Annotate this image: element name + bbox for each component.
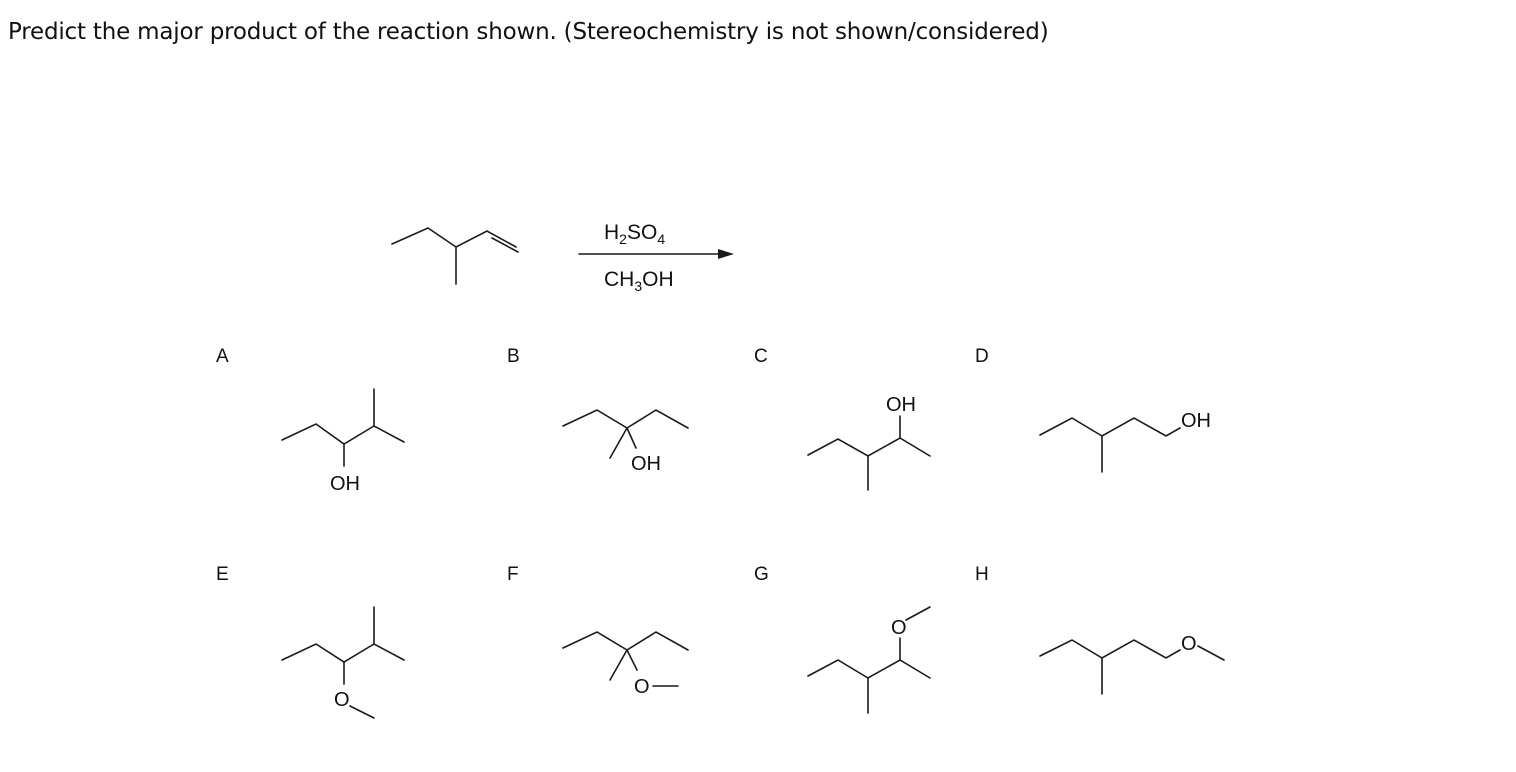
option-c-structure bbox=[807, 415, 931, 491]
option-a-atom: OH bbox=[330, 473, 360, 495]
option-letter-h: H bbox=[975, 564, 989, 585]
option-h-structure bbox=[1039, 639, 1225, 695]
reagent-bottom: CH3OH bbox=[604, 268, 674, 294]
option-c-atom: OH bbox=[886, 394, 916, 416]
option-letter-f: F bbox=[507, 564, 519, 585]
question-text: Predict the major product of the reactio… bbox=[8, 19, 1049, 45]
option-letter-b: B bbox=[507, 346, 520, 367]
option-g-structure bbox=[807, 606, 931, 714]
option-e-structure bbox=[281, 606, 405, 719]
option-b-atom: OH bbox=[631, 453, 661, 475]
starting-material bbox=[391, 227, 519, 285]
option-d-structure bbox=[1039, 417, 1181, 473]
option-f-atom: O bbox=[634, 676, 650, 698]
option-letter-d: D bbox=[975, 346, 989, 367]
option-letter-c: C bbox=[754, 346, 768, 367]
option-g-atom: O bbox=[891, 617, 907, 639]
option-b-structure bbox=[562, 409, 689, 459]
option-f-structure bbox=[562, 631, 689, 687]
option-letter-a: A bbox=[216, 346, 229, 367]
option-letter-e: E bbox=[216, 564, 229, 585]
reagent-top: H2SO4 bbox=[604, 221, 665, 247]
option-e-atom: O bbox=[334, 689, 350, 711]
option-d-atom: OH bbox=[1181, 410, 1211, 432]
option-a-structure bbox=[281, 388, 405, 467]
option-h-atom: O bbox=[1181, 633, 1197, 655]
reaction-arrow bbox=[578, 249, 734, 259]
option-letter-g: G bbox=[754, 564, 769, 585]
